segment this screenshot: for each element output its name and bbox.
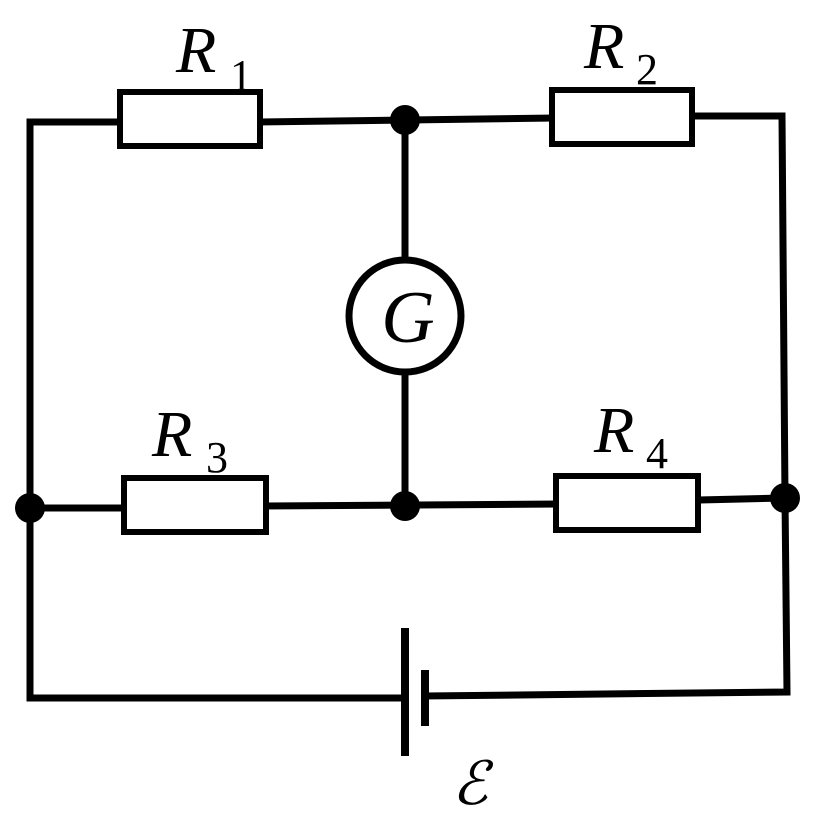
wire-battery-left — [26, 504, 407, 702]
galvanometer-circle — [345, 256, 465, 376]
resistor-r2 — [549, 87, 695, 147]
label-r3-sub: 3 — [206, 433, 228, 482]
circuit-wires — [26, 112, 791, 702]
wire-battery-right — [421, 494, 791, 700]
battery-icon — [401, 628, 429, 756]
label-r2-sub: 2 — [636, 45, 658, 94]
emf-label: ℰ — [452, 751, 494, 816]
label-r3-main: R — [151, 398, 192, 471]
galvanometer-label: G — [381, 277, 434, 359]
wire-top-left — [26, 118, 124, 512]
node-left — [15, 493, 45, 523]
label-r1-sub: 1 — [230, 51, 252, 100]
label-r4: R 4 — [593, 394, 668, 478]
node-right — [770, 483, 800, 513]
wire-top-right — [688, 112, 789, 502]
node-bottom-center — [390, 491, 420, 521]
label-r4-main: R — [593, 394, 634, 467]
label-r1: R 1 — [175, 14, 252, 100]
label-r4-sub: 4 — [646, 429, 668, 478]
node-top-center — [390, 105, 420, 135]
label-r2: R 2 — [583, 10, 658, 94]
resistor-r1 — [117, 89, 263, 149]
label-r2-main: R — [583, 10, 624, 83]
label-r1-main: R — [175, 14, 216, 87]
label-r3: R 3 — [151, 398, 228, 482]
resistor-r3 — [121, 475, 269, 535]
resistor-r4 — [553, 473, 701, 533]
